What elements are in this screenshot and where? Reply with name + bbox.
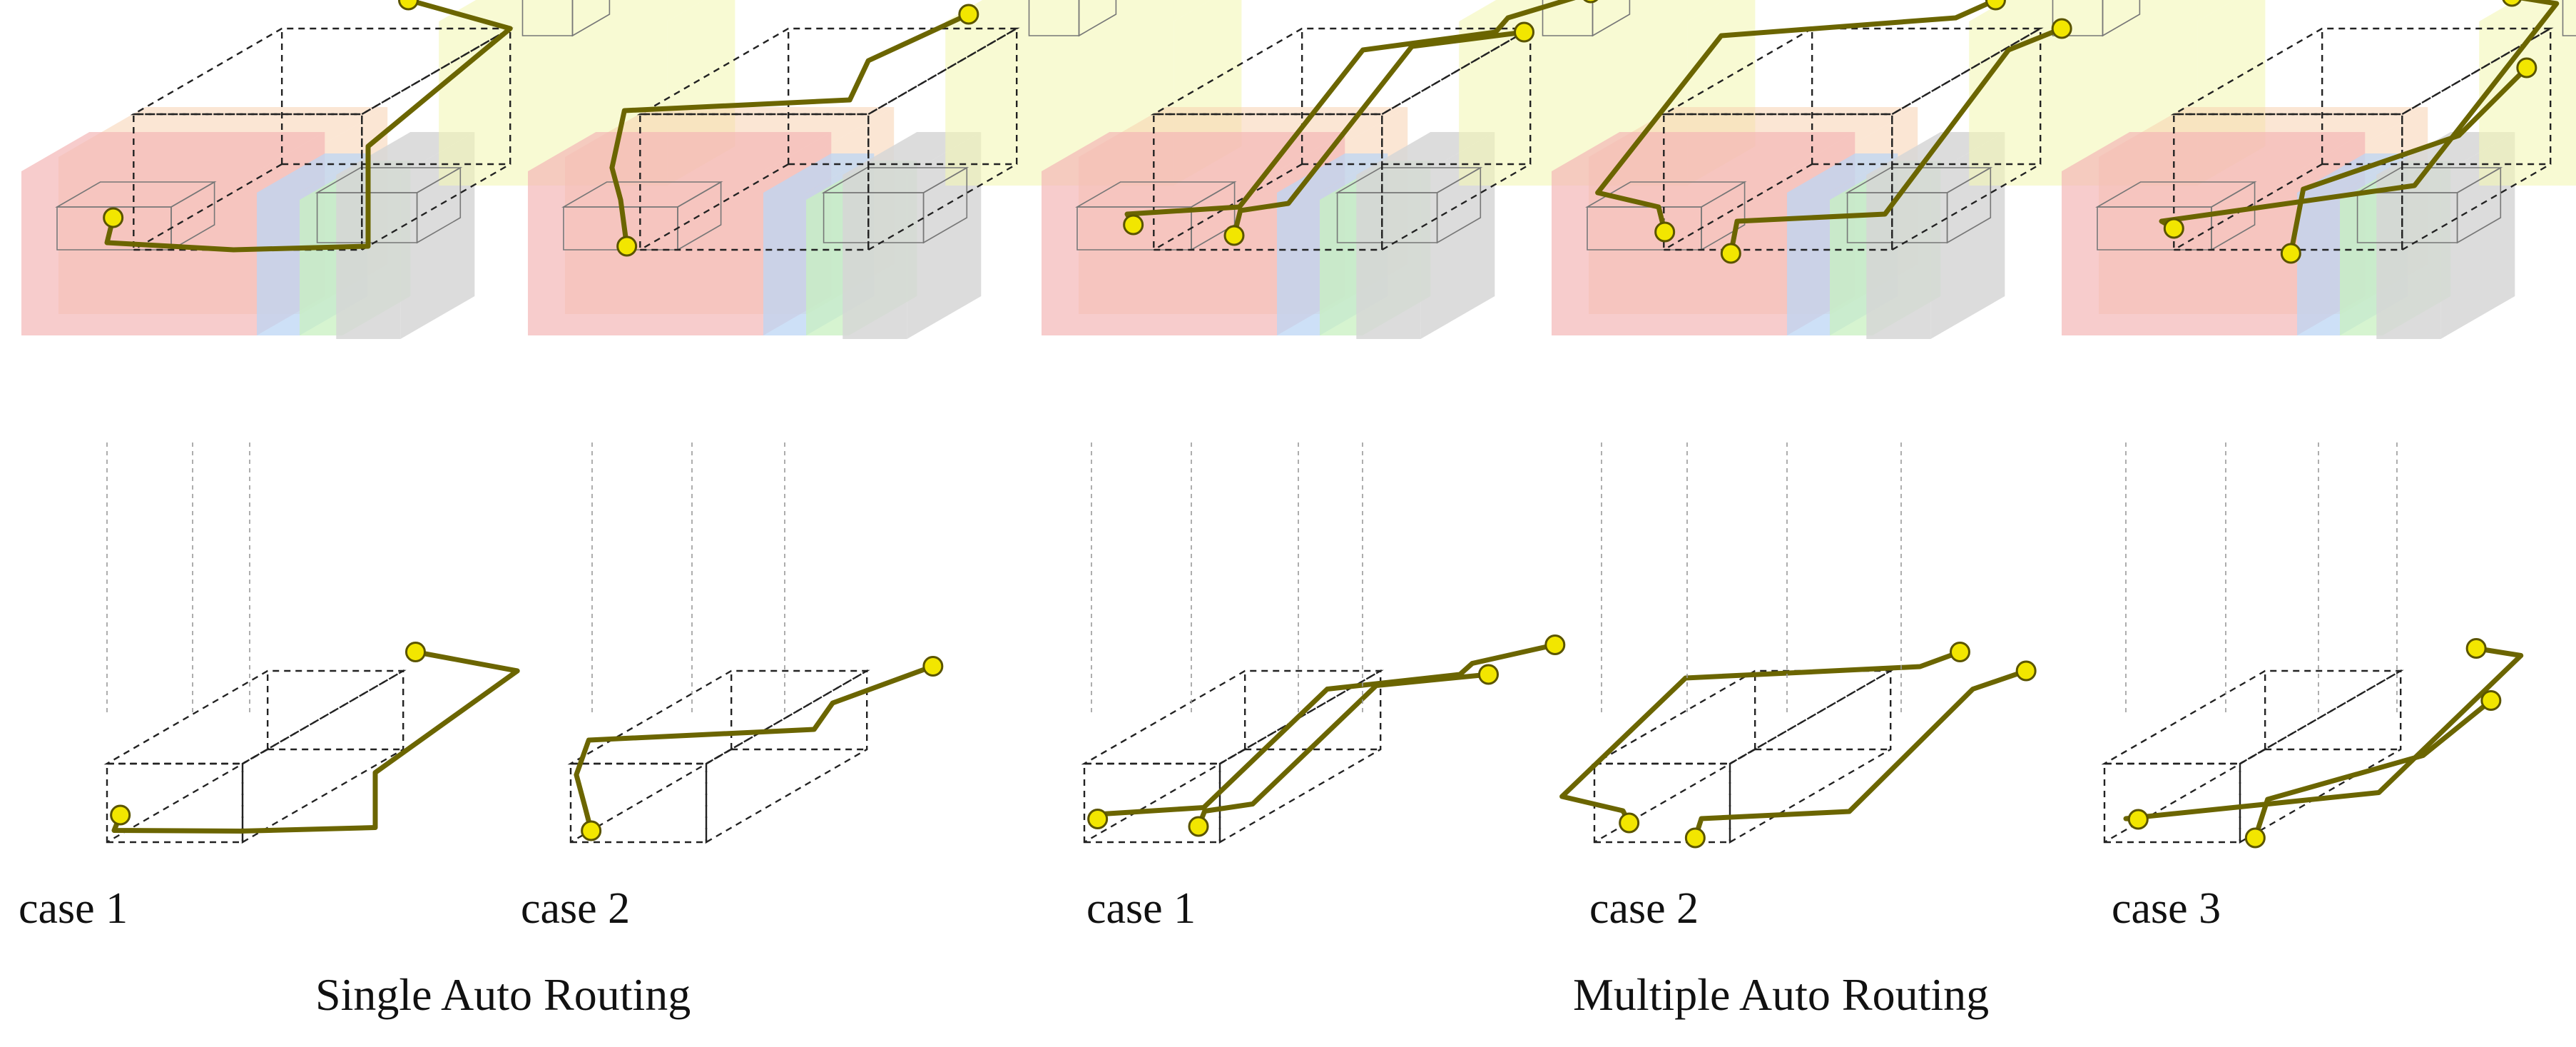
multiple-case-1-label: case 1 (1086, 884, 1196, 934)
multiple-case-2-label: case 2 (1589, 884, 1699, 934)
schematic-envelope (107, 671, 403, 842)
route-schematic (1084, 636, 1564, 843)
end-endpoint (959, 5, 978, 24)
route-schematic (571, 657, 942, 843)
end-endpoint (399, 0, 417, 9)
end-endpoint (2052, 19, 2071, 38)
schematic-end (1950, 643, 1969, 662)
start-endpoint (1721, 244, 1740, 263)
end-endpoint (1986, 0, 2005, 9)
schematic-end (1480, 665, 1498, 684)
schematic-start (1089, 810, 1107, 829)
start-endpoint (104, 208, 123, 227)
end-endpoint (1515, 23, 1534, 41)
route-schematic (1562, 643, 2036, 848)
start-endpoint (2164, 219, 2183, 238)
start-endpoint (1656, 223, 1674, 241)
schematic-end (1546, 636, 1564, 654)
schematic-start (2129, 810, 2147, 829)
single-auto-routing-title: Single Auto Routing (315, 968, 691, 1021)
schematic-start (111, 806, 130, 824)
schematic-route (114, 652, 517, 831)
schematic-end (406, 643, 424, 662)
schematic-start (2246, 829, 2264, 847)
route-schematic (107, 643, 517, 843)
schematic-end (2482, 692, 2500, 710)
schematic-start (1189, 817, 1208, 836)
route-schematic (2104, 639, 2521, 848)
schematic-envelope (571, 671, 867, 842)
single-case-1-label: case 1 (19, 884, 128, 934)
start-endpoint (1124, 216, 1143, 234)
schematic-start (1620, 814, 1639, 832)
single-case-2-label: case 2 (521, 884, 630, 934)
schematic-end (2467, 639, 2485, 658)
schematic-envelope (1084, 671, 1380, 842)
start-endpoint (2281, 244, 2300, 263)
schematic-end (2017, 662, 2035, 680)
schematic-route (1562, 652, 1960, 824)
multiple-case-3-label: case 3 (2112, 884, 2221, 934)
end-endpoint (2518, 59, 2536, 77)
schematic-start (582, 821, 601, 840)
schematic-end (924, 657, 942, 676)
start-endpoint (618, 237, 636, 256)
start-endpoint (1225, 226, 1243, 245)
schematic-route (576, 667, 933, 831)
schematic-start (1686, 829, 1704, 847)
multiple-auto-routing-title: Multiple Auto Routing (1573, 968, 1989, 1021)
